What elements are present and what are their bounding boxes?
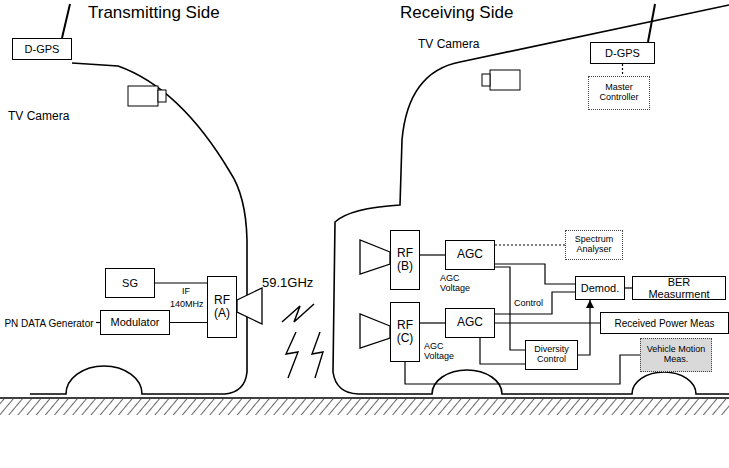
camera-body bbox=[128, 86, 158, 106]
text-label: Control bbox=[514, 299, 543, 309]
camera-lens bbox=[158, 90, 166, 102]
rf-unit: RF (B) bbox=[390, 230, 420, 290]
data-generator: PN DATA Generator bbox=[4, 314, 94, 332]
text-label: AGC Voltage bbox=[440, 274, 480, 294]
signal-line bbox=[495, 267, 525, 350]
signal-line bbox=[420, 322, 445, 323]
box-text: AGC bbox=[457, 316, 483, 329]
box-text: Spectrum Analyser bbox=[569, 235, 619, 255]
signal-line bbox=[495, 292, 575, 314]
signal-line bbox=[578, 300, 590, 355]
horn-antenna bbox=[237, 288, 262, 324]
box-text: D-GPS bbox=[605, 47, 640, 59]
text-label: 59.1GHz bbox=[262, 276, 313, 290]
box-text: Diversity Control bbox=[529, 345, 574, 365]
radio-link-symbol bbox=[282, 304, 314, 322]
gps-antenna bbox=[62, 4, 70, 38]
text-label: TV Camera bbox=[418, 38, 479, 51]
text-label: IF bbox=[182, 287, 190, 297]
rf-unit: RF (A) bbox=[207, 276, 237, 338]
ground-hatching bbox=[0, 399, 729, 415]
signal-line bbox=[480, 338, 525, 364]
signal-generator: SG bbox=[105, 268, 155, 298]
ground-line bbox=[0, 397, 729, 399]
box-text: BER Measurment bbox=[636, 276, 722, 300]
controller-box: Master Controller bbox=[588, 76, 650, 110]
box-text: Received Power Meas bbox=[614, 318, 714, 329]
reflection-bolt bbox=[312, 332, 323, 378]
signal-line bbox=[622, 64, 623, 76]
gps-antenna bbox=[648, 4, 655, 42]
signal-line bbox=[495, 322, 600, 323]
horn-antenna bbox=[360, 240, 390, 274]
text-label: TV Camera bbox=[8, 110, 69, 123]
camera-lens bbox=[482, 74, 490, 86]
reflection-bolt bbox=[286, 332, 298, 378]
box-text: PN DATA Generator bbox=[4, 318, 93, 329]
modulator-box: Modulator bbox=[100, 310, 170, 335]
signal-line bbox=[170, 322, 207, 323]
side-heading: Transmitting Side bbox=[88, 4, 220, 23]
text-label: AGC Voltage bbox=[424, 342, 464, 362]
box-text: Master Controller bbox=[592, 83, 646, 103]
agc-box: AGC bbox=[445, 308, 495, 338]
text-label: 140MHz bbox=[170, 300, 204, 310]
camera-body bbox=[490, 70, 520, 90]
rf-unit: RF (C) bbox=[390, 302, 420, 362]
gps-receiver: D-GPS bbox=[12, 38, 72, 60]
signal-line bbox=[155, 282, 207, 283]
box-text: SG bbox=[122, 277, 138, 289]
box-text: AGC bbox=[457, 248, 483, 261]
car-outline bbox=[333, 5, 729, 394]
ber-meter: BER Measurment bbox=[632, 276, 726, 300]
demodulator-box: Demod. bbox=[575, 276, 625, 300]
analyser-box: Spectrum Analyser bbox=[565, 230, 623, 260]
side-heading: Receiving Side bbox=[400, 4, 513, 23]
box-text: RF (A) bbox=[211, 294, 233, 320]
box-text: Modulator bbox=[111, 316, 160, 328]
motion-meter: Vehicle Motion Meas. bbox=[640, 338, 712, 372]
gps-receiver: D-GPS bbox=[590, 42, 655, 64]
agc-box: AGC bbox=[445, 240, 495, 270]
diversity-box: Diversity Control bbox=[525, 340, 578, 370]
box-text: D-GPS bbox=[25, 43, 60, 55]
box-text: RF (B) bbox=[394, 247, 416, 273]
box-text: RF (C) bbox=[394, 319, 416, 345]
signal-line bbox=[625, 287, 632, 288]
box-text: Demod. bbox=[581, 282, 620, 294]
power-meter: Received Power Meas bbox=[600, 312, 729, 334]
signal-line bbox=[495, 244, 565, 245]
signal-line bbox=[420, 254, 445, 255]
horn-antenna bbox=[360, 314, 390, 348]
box-text: Vehicle Motion Meas. bbox=[644, 345, 708, 365]
